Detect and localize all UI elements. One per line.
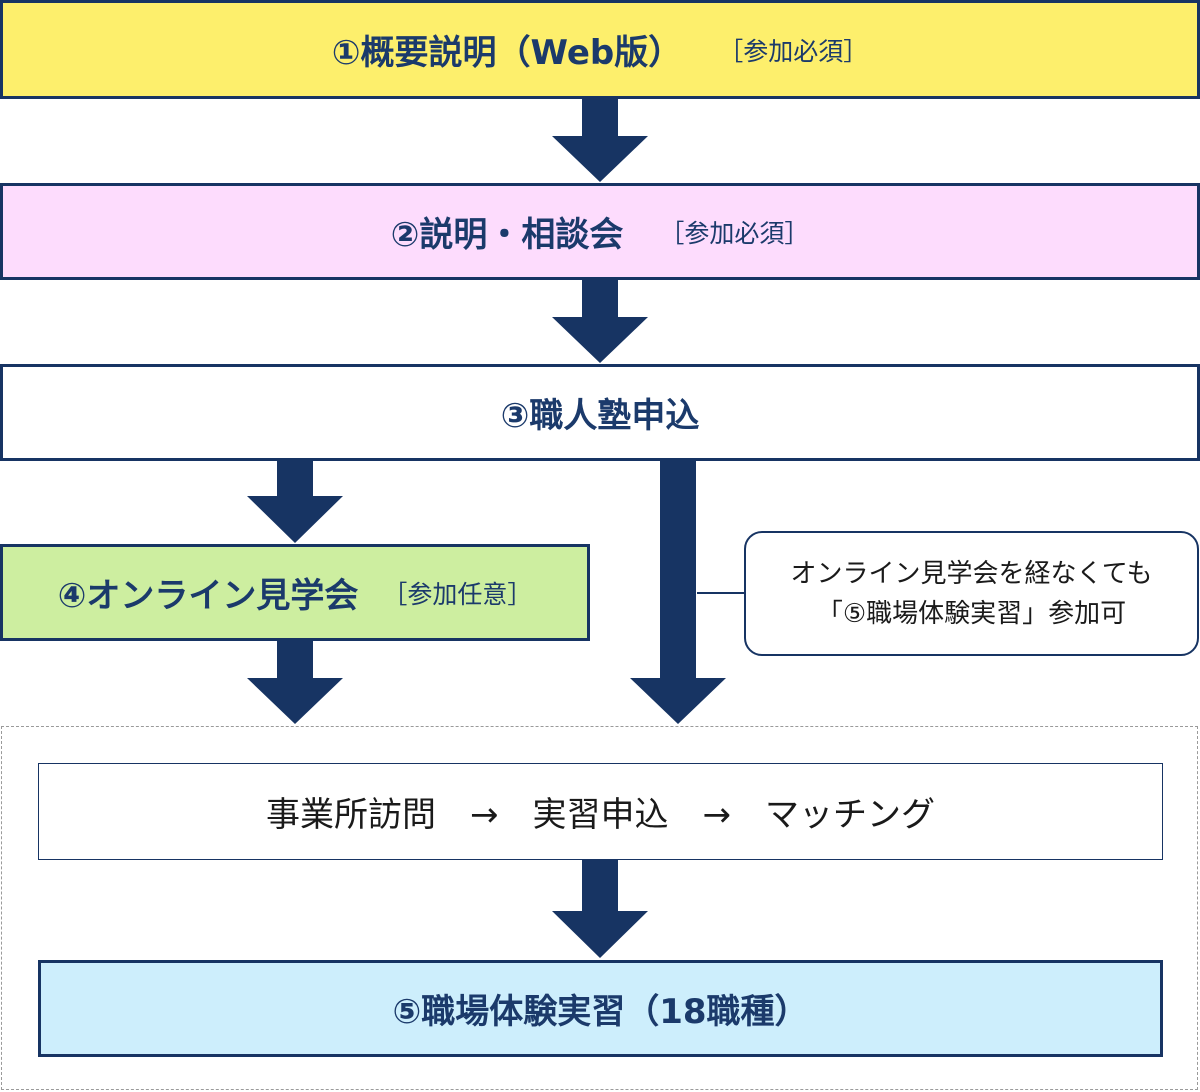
arrow-down-icon (552, 99, 648, 182)
callout-line-1: オンライン見学会を経なくても (790, 558, 1153, 589)
step-2-note: ［参加必須］ (659, 218, 810, 248)
process-steps-text: 事業所訪問 → 実習申込 → マッチング (266, 795, 935, 835)
process-steps-box: 事業所訪問 → 実習申込 → マッチング (38, 763, 1163, 860)
step-2-briefing-box: ②説明・相談会 ［参加必須］ (0, 183, 1200, 280)
step-1-title: ①概要説明（Web版） (331, 33, 683, 73)
step-3-title: ③職人塾申込 (500, 396, 700, 436)
step-1-overview-box: ①概要説明（Web版） ［参加必須］ (0, 0, 1200, 99)
step-2-title: ②説明・相談会 (390, 215, 624, 255)
step-1-note: ［参加必須］ (718, 36, 869, 66)
step-5-title: ⑤職場体験実習（18職種） (392, 992, 809, 1032)
step-5-workplace-experience-box: ⑤職場体験実習（18職種） (38, 960, 1163, 1057)
callout-connector-line (697, 592, 745, 594)
arrow-down-icon (247, 461, 343, 543)
step-3-application-box: ③職人塾申込 (0, 364, 1200, 461)
step-4-note: ［参加任意］ (382, 579, 533, 609)
callout-line-2: 「⑤職場体験実習」参加可 (816, 598, 1127, 629)
step-4-title: ④オンライン見学会 (57, 576, 359, 616)
callout-note: オンライン見学会を経なくても 「⑤職場体験実習」参加可 (744, 531, 1199, 656)
arrow-down-icon (552, 280, 648, 363)
dashed-group-region (1, 726, 1198, 1090)
step-4-online-tour-box: ④オンライン見学会 ［参加任意］ (0, 544, 590, 641)
arrow-down-icon (247, 641, 343, 724)
